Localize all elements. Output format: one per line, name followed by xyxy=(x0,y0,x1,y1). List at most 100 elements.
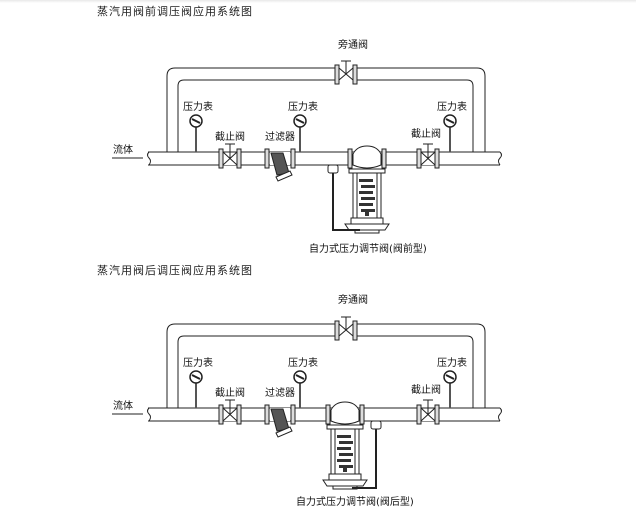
flange xyxy=(334,64,340,85)
pipe-system xyxy=(112,316,502,490)
flange xyxy=(381,148,387,169)
valve-stem xyxy=(225,143,235,159)
gauge-left-label: 压力表 xyxy=(183,100,213,113)
pipe-break-left xyxy=(147,151,151,166)
filter-label: 过滤器 xyxy=(265,130,295,143)
diagram-title: 蒸汽用阀后调压阀应用系统图 xyxy=(97,263,253,277)
valve-stem xyxy=(341,316,351,330)
gauge-mid-label: 压力表 xyxy=(288,356,318,369)
bypass-pipe-outer xyxy=(166,67,486,152)
pipe-break-left xyxy=(147,407,151,422)
valve-stem xyxy=(225,399,235,415)
pipe-break-right xyxy=(498,407,502,422)
pipe-system xyxy=(112,60,502,234)
impulse-line xyxy=(332,173,360,231)
filter-strainer xyxy=(264,148,296,182)
actuator-top-plate xyxy=(348,168,386,174)
flange xyxy=(359,404,365,425)
pressure-gauge-left xyxy=(189,114,203,152)
shutoff-left-label: 截止阀 xyxy=(215,130,245,143)
spring-coil xyxy=(337,435,351,438)
filter-cap xyxy=(275,426,293,438)
flange xyxy=(416,404,422,425)
regulator-caption: 自力式压力调节阀(阀前型) xyxy=(309,242,427,255)
flange xyxy=(352,64,358,85)
pressure-regulating-valve xyxy=(344,145,390,234)
pipe-break-right xyxy=(498,151,502,166)
flange xyxy=(236,148,242,169)
diaphragm-base xyxy=(354,229,380,234)
sensing-chamber xyxy=(327,164,339,174)
spring-coil xyxy=(361,197,375,200)
filter-label: 过滤器 xyxy=(265,386,295,399)
flange xyxy=(434,148,440,169)
flange xyxy=(290,404,296,425)
filter-cap xyxy=(275,170,293,182)
diagram-title: 蒸汽用阀前调压阀应用系统图 xyxy=(97,4,253,18)
spring-coil xyxy=(359,203,373,206)
spring-coil xyxy=(339,441,353,444)
shutoff-valve-left xyxy=(218,399,242,425)
flange xyxy=(416,148,422,169)
spring-adjuster xyxy=(343,466,347,472)
diagram-valve-after: 蒸汽用阀后调压阀应用系统图 旁通阀 流体 压力表 压力表 压力表 截止阀 过滤器… xyxy=(97,263,502,508)
diagram-valve-before: 蒸汽用阀前调压阀应用系统图 旁通阀 流体 压力表 压力表 压力表 截止阀 过滤器… xyxy=(97,4,502,255)
pressure-gauge-right xyxy=(443,114,457,152)
bypass-pipe-inner xyxy=(177,335,474,408)
flange xyxy=(218,404,224,425)
flange xyxy=(290,148,296,169)
flange xyxy=(264,148,270,169)
bypass-valve-label: 旁通阀 xyxy=(338,38,368,51)
valve-stem xyxy=(341,60,351,74)
spring-coil xyxy=(339,453,353,456)
gauge-right-label: 压力表 xyxy=(437,100,467,113)
spring-coil xyxy=(337,447,351,450)
diaphragm-housing xyxy=(344,223,390,231)
filter-strainer xyxy=(264,404,296,438)
gauge-needle xyxy=(445,118,455,124)
regulator-caption: 自力式压力调节阀(阀后型) xyxy=(296,495,414,508)
gauge-mid-label: 压力表 xyxy=(288,100,318,113)
gauge-needle xyxy=(191,118,201,124)
spring-coil xyxy=(337,459,351,462)
gauge-right-label: 压力表 xyxy=(437,356,467,369)
shutoff-left-label: 截止阀 xyxy=(215,386,245,399)
spring-coil xyxy=(361,185,375,188)
gauge-needle xyxy=(295,118,305,124)
gauge-left-label: 压力表 xyxy=(183,356,213,369)
pressure-gauge-right xyxy=(443,370,457,408)
bypass-valve xyxy=(334,316,358,341)
shutoff-valve-left xyxy=(218,143,242,169)
valve-stem xyxy=(423,143,433,159)
flange xyxy=(325,404,331,425)
spring-coil xyxy=(359,179,373,182)
flange xyxy=(434,404,440,425)
flange xyxy=(218,148,224,169)
sensing-chamber xyxy=(370,420,382,430)
bypass-pipe-outer xyxy=(166,323,486,408)
shutoff-valve-right xyxy=(416,143,440,169)
pressure-regulating-valve xyxy=(322,401,368,490)
regulator-valve-body xyxy=(352,145,382,169)
diaphragm-upper xyxy=(328,473,362,481)
pressure-gauge-mid xyxy=(293,370,307,408)
top-edge-shadow xyxy=(0,0,636,3)
gauge-needle xyxy=(445,374,455,380)
fluid-label: 流体 xyxy=(113,143,133,156)
actuator-top-plate xyxy=(326,424,364,430)
spring-adjuster xyxy=(365,210,369,216)
flange xyxy=(236,404,242,425)
pressure-gauge-left xyxy=(189,370,203,408)
shutoff-right-label: 截止阀 xyxy=(411,127,441,140)
flange xyxy=(347,148,353,169)
bypass-valve-label: 旁通阀 xyxy=(338,293,368,306)
flange xyxy=(264,404,270,425)
shutoff-right-label: 截止阀 xyxy=(411,383,441,396)
valve-stem xyxy=(423,399,433,415)
bypass-pipe-inner xyxy=(177,79,474,152)
impulse-line xyxy=(352,429,377,489)
flange xyxy=(352,320,358,341)
shutoff-valve-right xyxy=(416,399,440,425)
spring-coil xyxy=(359,191,373,194)
gauge-needle xyxy=(191,374,201,380)
